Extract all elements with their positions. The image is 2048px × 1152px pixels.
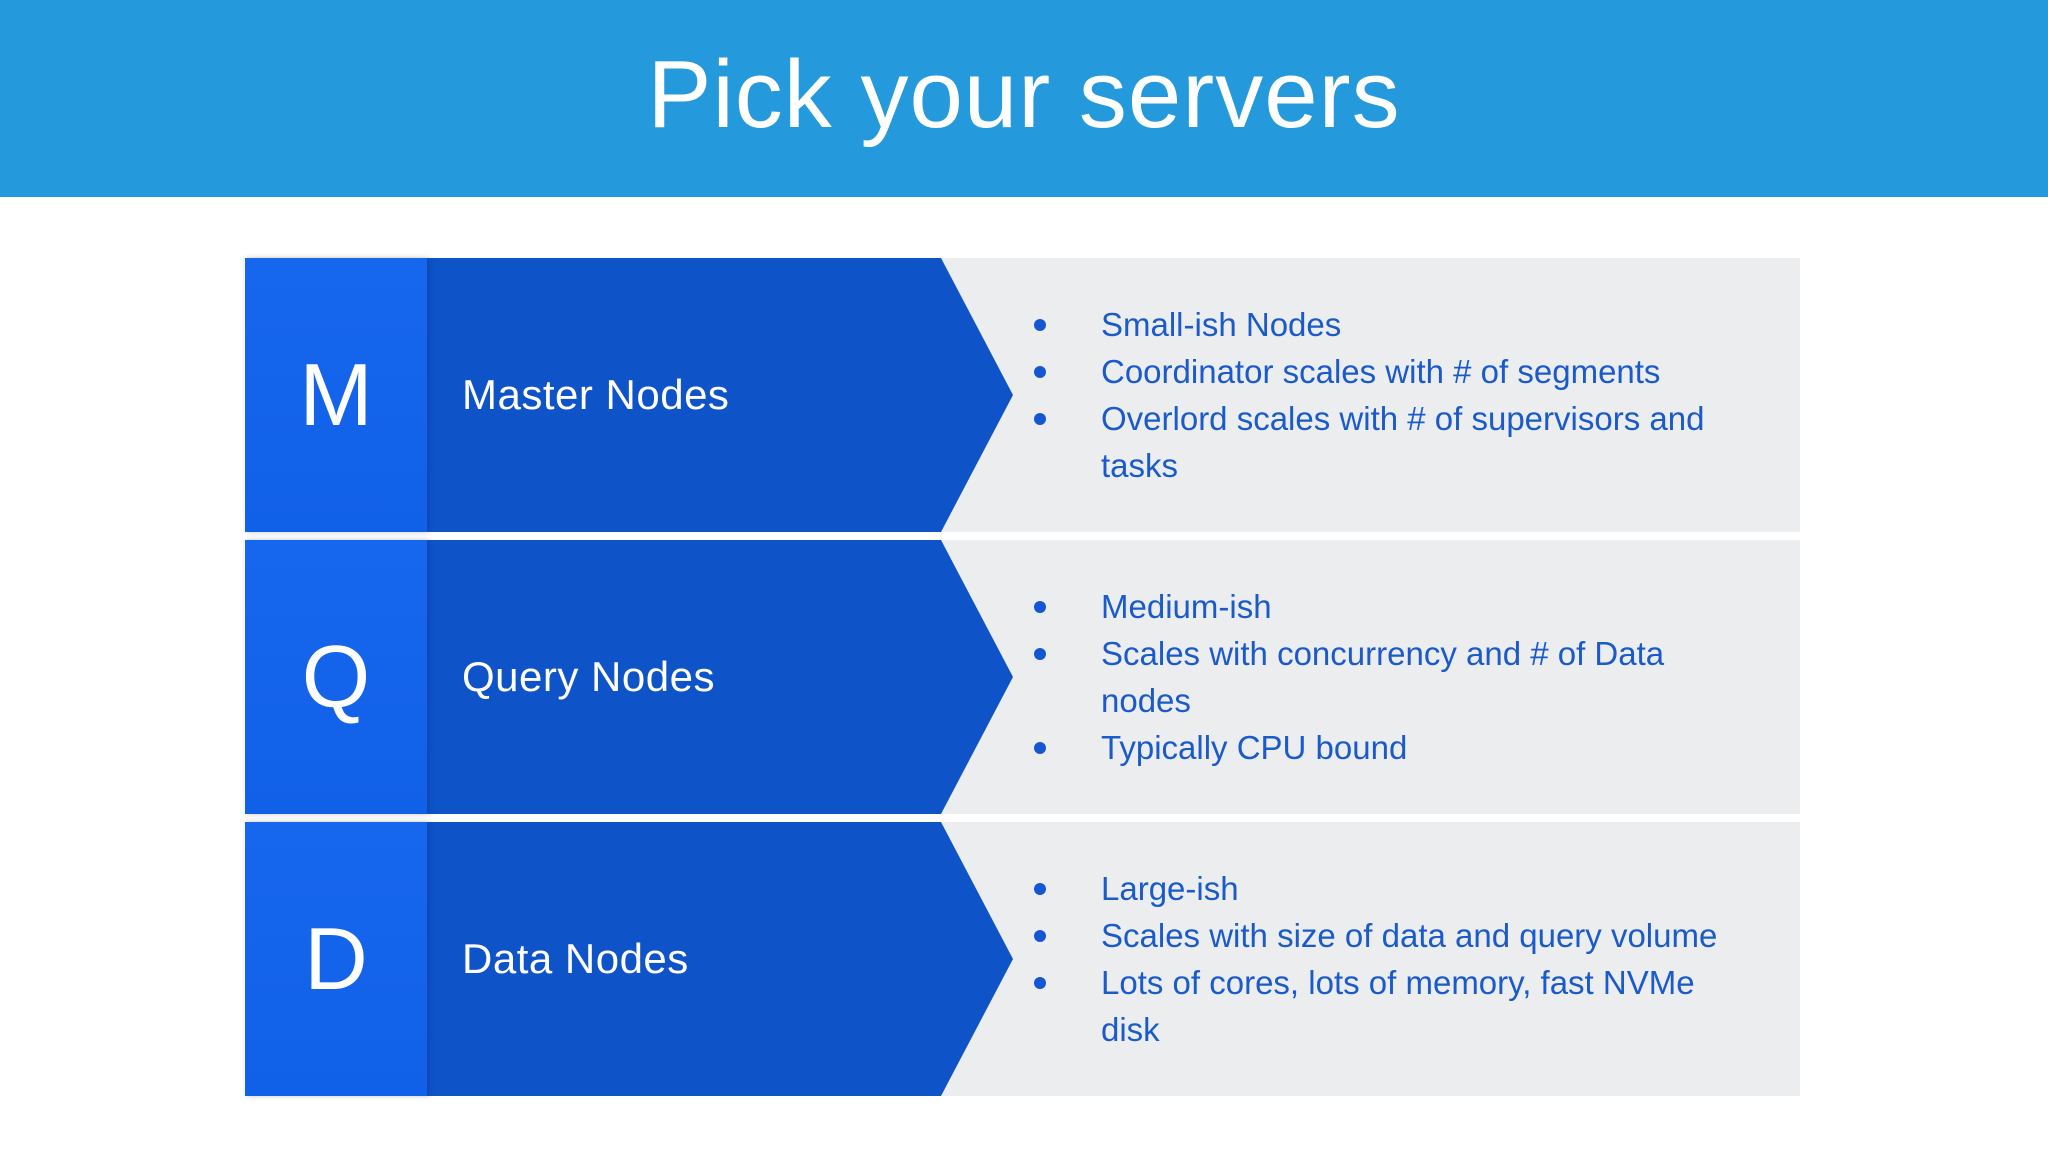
- bullet-list: Medium-ish Scales with concurrency and #…: [941, 583, 1800, 771]
- row-label: Master Nodes: [462, 371, 730, 418]
- bullet-text: Scales with size of data and query volum…: [1101, 917, 1718, 954]
- badge-letter: M: [299, 345, 373, 444]
- bullet-list: Small-ish Nodes Coordinator scales with …: [941, 301, 1800, 489]
- chevron-band-master: Master Nodes: [427, 258, 1013, 532]
- bullet-dot-icon: [1034, 883, 1046, 895]
- bullet-text: Typically CPU bound: [1101, 729, 1408, 766]
- page-title: Pick your servers: [647, 40, 1401, 148]
- bullet-dot-icon: [1034, 319, 1046, 331]
- bullet-text: Medium-ish: [1101, 588, 1272, 625]
- list-item: Overlord scales with # of supervisors an…: [941, 395, 1800, 489]
- bullet-dot-icon: [1034, 601, 1046, 613]
- badge-data: D: [245, 822, 427, 1096]
- row-master-nodes: M Master Nodes Small-ish Nodes Coordinat…: [245, 258, 1800, 532]
- bullet-text: Overlord scales with # of supervisors an…: [1101, 400, 1705, 484]
- row-data-nodes: D Data Nodes Large-ish Scales with size …: [245, 822, 1800, 1096]
- bullet-dot-icon: [1034, 366, 1046, 378]
- badge-query: Q: [245, 540, 427, 814]
- badge-letter: Q: [301, 627, 371, 726]
- row-label: Query Nodes: [462, 653, 715, 700]
- badge-letter: D: [304, 909, 368, 1008]
- bullet-panel-query: Medium-ish Scales with concurrency and #…: [941, 540, 1800, 814]
- bullet-dot-icon: [1034, 742, 1046, 754]
- bullet-list: Large-ish Scales with size of data and q…: [941, 865, 1800, 1053]
- bullet-dot-icon: [1034, 413, 1046, 425]
- bullet-text: Scales with concurrency and # of Data no…: [1101, 635, 1665, 719]
- chevron-band-query: Query Nodes: [427, 540, 1013, 814]
- row-label: Data Nodes: [462, 935, 689, 982]
- badge-master: M: [245, 258, 427, 532]
- server-rows: M Master Nodes Small-ish Nodes Coordinat…: [245, 258, 1800, 1096]
- bullet-text: Small-ish Nodes: [1101, 306, 1342, 343]
- list-item: Scales with concurrency and # of Data no…: [941, 630, 1800, 724]
- bullet-text: Lots of cores, lots of memory, fast NVMe…: [1101, 964, 1695, 1048]
- bullet-text: Large-ish: [1101, 870, 1239, 907]
- slide-header: Pick your servers: [0, 0, 2048, 197]
- list-item: Large-ish: [941, 865, 1800, 912]
- bullet-dot-icon: [1034, 648, 1046, 660]
- bullet-dot-icon: [1034, 930, 1046, 942]
- bullet-text: Coordinator scales with # of segments: [1101, 353, 1661, 390]
- bullet-panel-data: Large-ish Scales with size of data and q…: [941, 822, 1800, 1096]
- row-query-nodes: Q Query Nodes Medium-ish Scales with con…: [245, 540, 1800, 814]
- list-item: Small-ish Nodes: [941, 301, 1800, 348]
- chevron-band-data: Data Nodes: [427, 822, 1013, 1096]
- list-item: Lots of cores, lots of memory, fast NVMe…: [941, 959, 1800, 1053]
- list-item: Scales with size of data and query volum…: [941, 912, 1800, 959]
- bullet-dot-icon: [1034, 977, 1046, 989]
- bullet-panel-master: Small-ish Nodes Coordinator scales with …: [941, 258, 1800, 532]
- list-item: Typically CPU bound: [941, 724, 1800, 771]
- list-item: Coordinator scales with # of segments: [941, 348, 1800, 395]
- list-item: Medium-ish: [941, 583, 1800, 630]
